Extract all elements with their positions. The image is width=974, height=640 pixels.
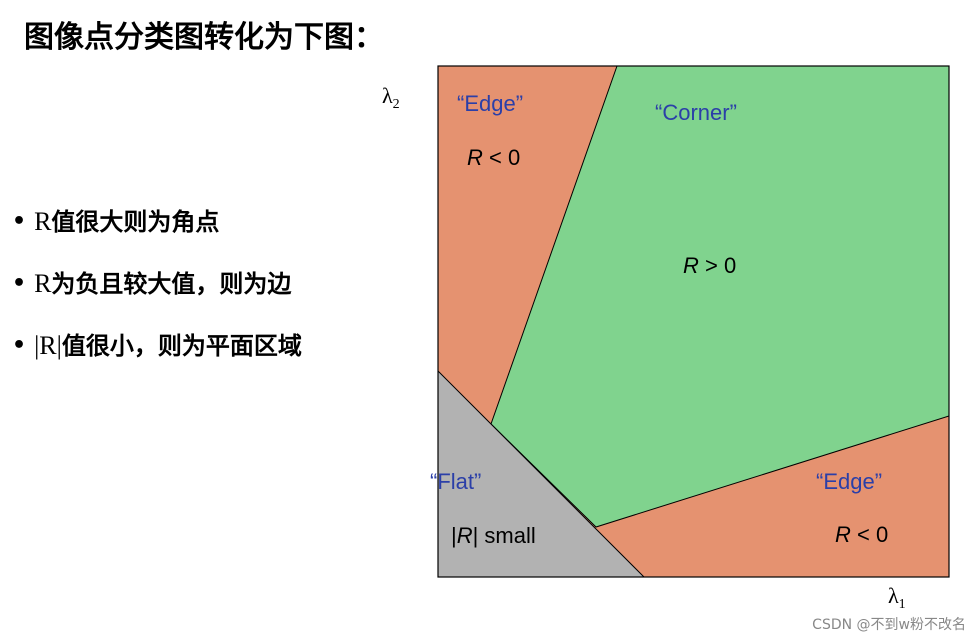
plot-frame [437,65,950,578]
edge-top-condition: R < 0 [467,145,520,170]
bullet-dot: • [12,271,27,296]
bullet-text: 值很小，则为平面区域 [61,332,302,360]
y-axis-label: λ2 [382,83,400,112]
bullet-text: 值很大则为角点 [51,208,220,236]
corner-name: “Corner” [655,100,737,125]
bullet-item-flat: • |R|值很小，则为平面区域 [12,329,302,391]
page-title: 图像点分类图转化为下图： [24,20,384,55]
edge-top-name: “Edge” [457,91,523,116]
edge-bottom-name: “Edge” [816,469,882,494]
bullet-dot: • [12,333,27,358]
bullet-r: R [34,207,52,236]
bullet-r: |R| [34,331,62,360]
flat-name: “Flat” [430,469,481,494]
bullet-item-edge: • R为负且较大值，则为边 [12,267,302,329]
corner-condition: R > 0 [683,253,736,278]
bullet-list: • R值很大则为角点 • R为负且较大值，则为边 • |R|值很小，则为平面区域 [12,205,302,391]
flat-condition: |R| small [451,523,536,548]
bullet-text: 为负且较大值，则为边 [51,270,292,298]
bullet-dot: • [12,209,27,234]
bullet-item-corner: • R值很大则为角点 [12,205,302,267]
edge-bottom-condition: R < 0 [835,522,888,547]
bullet-r: R [34,269,52,298]
x-axis-label: λ1 [888,583,906,612]
watermark: CSDN @不到w粉不改名 [812,617,966,633]
